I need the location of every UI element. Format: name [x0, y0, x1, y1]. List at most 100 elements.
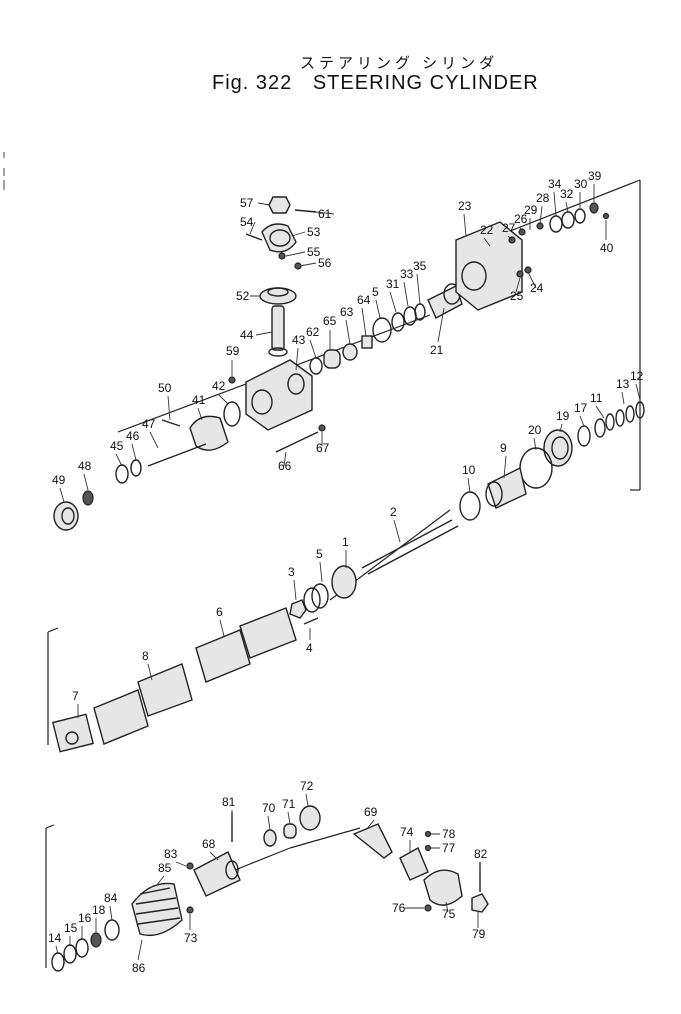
- callout-41: 41: [192, 393, 206, 407]
- elbow-41: [189, 415, 229, 451]
- callout-62: 62: [306, 325, 320, 339]
- callout-32: 32: [560, 187, 574, 201]
- callout-2: 2: [390, 505, 397, 519]
- callout-11: 11: [590, 391, 603, 405]
- callout-13: 13: [616, 377, 630, 391]
- ball-stud-69: [352, 823, 393, 859]
- callout-46: 46: [126, 429, 140, 443]
- callout-15: 15: [64, 921, 78, 935]
- callout-45: 45: [110, 439, 124, 453]
- callout-7: 7: [72, 689, 79, 703]
- callout-35: 35: [413, 259, 427, 273]
- callout-85: 85: [158, 861, 172, 875]
- callout-39: 39: [588, 169, 602, 183]
- callout-43: 43: [292, 333, 306, 347]
- callout-6: 6: [216, 605, 223, 619]
- callout-26: 26: [514, 212, 528, 226]
- callout-75: 75: [442, 907, 456, 921]
- callout-54: 54: [240, 215, 254, 229]
- callout-5-upper: 5: [372, 285, 379, 299]
- callout-64: 64: [357, 293, 371, 307]
- callout-52: 52: [236, 289, 250, 303]
- callout-82: 82: [474, 847, 488, 861]
- callout-3: 3: [288, 565, 295, 579]
- callout-78: 78: [442, 827, 456, 841]
- callout-27: 27: [502, 221, 516, 235]
- callout-69: 69: [364, 805, 378, 819]
- tube-8: [137, 663, 193, 717]
- callout-47: 47: [142, 417, 156, 431]
- title-japanese: ステアリング シリンダ: [300, 55, 499, 72]
- callout-34: 34: [548, 177, 562, 191]
- piston-1: [331, 565, 357, 599]
- callout-84: 84: [104, 891, 118, 905]
- callout-67: 67: [316, 441, 330, 455]
- callout-23: 23: [458, 199, 472, 213]
- callout-81: 81: [222, 795, 236, 809]
- callout-44: 44: [240, 328, 254, 342]
- callout-16: 16: [78, 911, 92, 925]
- callout-17: 17: [574, 401, 588, 415]
- callout-1: 1: [342, 535, 349, 549]
- housing-75: [423, 869, 463, 906]
- callout-24: 24: [530, 281, 544, 295]
- callout-56: 56: [318, 256, 332, 270]
- callout-57: 57: [240, 196, 254, 210]
- piston-rod-seals: [289, 401, 645, 625]
- callout-25: 25: [510, 289, 524, 303]
- callout-55: 55: [307, 245, 321, 259]
- housing-43: [245, 359, 313, 431]
- figure-number: Fig. 322: [212, 72, 293, 94]
- callouts: 57 61 54 53 55 56 52 44 59 62 65 63 64 5…: [48, 169, 644, 975]
- callout-74: 74: [400, 825, 414, 839]
- callout-40: 40: [600, 241, 614, 255]
- callout-77: 77: [442, 841, 456, 855]
- callout-72: 72: [300, 779, 314, 793]
- figure-name: STEERING CYLINDER: [312, 72, 539, 94]
- flange-7: [52, 713, 94, 753]
- stud-44: [271, 305, 285, 351]
- nut-57: [268, 196, 291, 214]
- callout-48: 48: [78, 459, 92, 473]
- callout-49: 49: [52, 473, 66, 487]
- callout-70: 70: [262, 801, 276, 815]
- callout-19: 19: [556, 409, 570, 423]
- callout-76: 76: [392, 901, 406, 915]
- figure-title: Fig. 322 STEERING CYLINDER: [212, 72, 553, 95]
- callout-29: 29: [524, 203, 538, 217]
- nut-3: [289, 599, 307, 619]
- head-9: [487, 466, 527, 509]
- callout-68: 68: [202, 837, 216, 851]
- callout-30: 30: [574, 177, 588, 191]
- callout-33: 33: [400, 267, 414, 281]
- callout-4: 4: [306, 641, 313, 655]
- callout-83: 83: [164, 847, 178, 861]
- spring-65: [323, 349, 341, 369]
- callout-53: 53: [307, 225, 321, 239]
- callout-22: 22: [480, 223, 494, 237]
- socket-74: [399, 847, 429, 881]
- rod-end-assembly: [51, 805, 489, 972]
- callout-5-lower: 5: [316, 547, 323, 561]
- callout-42: 42: [212, 379, 226, 393]
- callout-31: 31: [386, 277, 400, 291]
- nut-79: [471, 893, 489, 913]
- callout-8: 8: [142, 649, 149, 663]
- callout-9: 9: [500, 441, 507, 455]
- callout-66: 66: [278, 459, 292, 473]
- callout-21: 21: [430, 343, 444, 357]
- callout-59: 59: [226, 344, 240, 358]
- valve-block-22: [455, 221, 523, 311]
- callout-63: 63: [340, 305, 354, 319]
- callout-71: 71: [282, 797, 296, 811]
- callout-14: 14: [48, 931, 62, 945]
- callout-73: 73: [184, 931, 198, 945]
- callout-18: 18: [92, 903, 106, 917]
- steering-head-assembly: [53, 196, 610, 531]
- o-ring-42: [223, 401, 241, 427]
- callout-79: 79: [472, 927, 486, 941]
- callout-50: 50: [158, 381, 172, 395]
- callout-28: 28: [536, 191, 550, 205]
- callout-20: 20: [528, 423, 542, 437]
